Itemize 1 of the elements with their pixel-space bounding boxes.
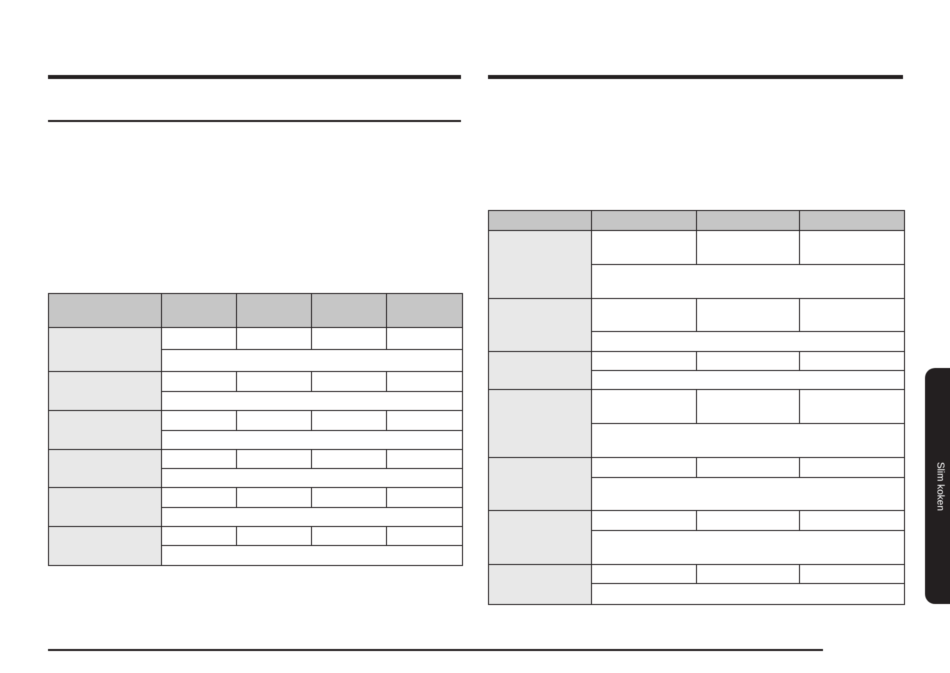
- tab-label: Slim koken: [934, 462, 946, 510]
